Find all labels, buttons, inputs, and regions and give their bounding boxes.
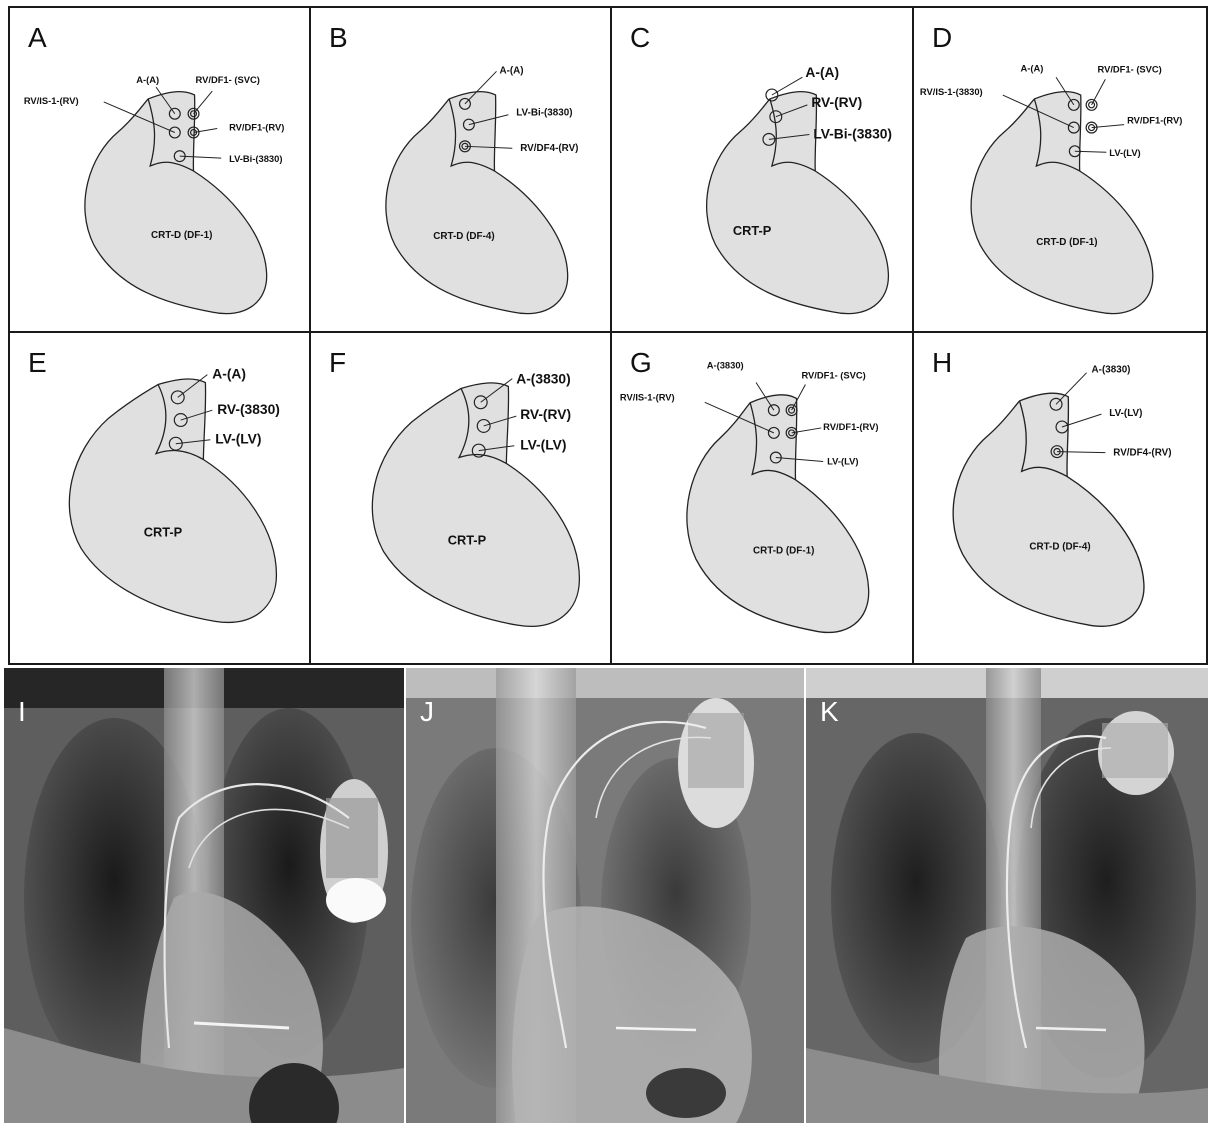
panel-c: A-(A) RV-(RV) LV-Bi-(3830) CRT-P C — [610, 6, 914, 333]
port-label: A-(3830) — [1092, 365, 1131, 376]
panel-letter: G — [630, 347, 652, 379]
port-label: RV/DF1-(RV) — [823, 422, 878, 432]
port-label: RV/IS-1-(RV) — [24, 96, 79, 106]
device-label: CRT-D (DF-1) — [151, 230, 212, 241]
port-label: RV/DF1-(RV) — [1127, 116, 1182, 126]
port-label: A-(A) — [499, 65, 523, 76]
device-label: CRT-P — [144, 524, 183, 539]
port-label: LV-(LV) — [520, 437, 566, 453]
panel-letter: D — [932, 22, 952, 54]
panel-e: A-(A) RV-(3830) LV-(LV) CRT-P E — [8, 331, 311, 665]
panel-letter: E — [28, 347, 47, 379]
port-label: RV/DF1- (SVC) — [1097, 64, 1161, 74]
port-label: RV/IS-1-(RV) — [620, 392, 675, 402]
device-label: CRT-D (DF-1) — [1036, 237, 1097, 248]
xray-j-image — [406, 668, 804, 1123]
panel-h: A-(3830) LV-(LV) RV/DF4-(RV) CRT-D (DF-4… — [912, 331, 1208, 665]
xray-i-image — [4, 668, 404, 1123]
panel-f: A-(3830) RV-(RV) LV-(LV) CRT-P F — [309, 331, 612, 665]
panel-a: A-(A) RV/DF1- (SVC) RV/IS-1-(RV) RV/DF1-… — [8, 6, 311, 333]
panel-letter: B — [329, 22, 348, 54]
panel-letter: I — [18, 696, 26, 728]
panel-e-diagram: A-(A) RV-(3830) LV-(LV) CRT-P — [10, 333, 309, 663]
device-label: CRT-P — [448, 532, 487, 547]
port-label: A-(3830) — [707, 361, 744, 371]
device-outline — [1098, 711, 1174, 795]
panel-f-diagram: A-(3830) RV-(RV) LV-(LV) CRT-P — [311, 333, 610, 663]
xray-i: I — [4, 668, 404, 1123]
port-label: LV-Bi-(3830) — [516, 108, 572, 119]
port-label: LV-(LV) — [1109, 408, 1142, 419]
port-label: LV-Bi-(3830) — [229, 154, 282, 164]
port-label: A-(A) — [212, 366, 246, 382]
panel-letter: H — [932, 347, 952, 379]
panel-b-diagram: A-(A) LV-Bi-(3830) RV/DF4-(RV) CRT-D (DF… — [311, 8, 610, 331]
panel-letter: J — [420, 696, 434, 728]
port-label: RV/DF4-(RV) — [520, 143, 578, 154]
panel-letter: F — [329, 347, 346, 379]
panel-letter: K — [820, 696, 839, 728]
xray-j: J — [406, 668, 804, 1123]
port-label: LV-(LV) — [1109, 148, 1140, 158]
xray-k: K — [806, 668, 1208, 1123]
device-label: CRT-P — [733, 223, 772, 238]
device-label: CRT-D (DF-4) — [433, 231, 494, 242]
port-label: LV-(LV) — [827, 456, 858, 466]
panel-d: A-(A) RV/DF1- (SVC) RV/IS-1-(3830) RV/DF… — [912, 6, 1208, 333]
port-label: A-(A) — [805, 64, 839, 80]
port-label: RV/DF1- (SVC) — [801, 371, 865, 381]
panel-letter: A — [28, 22, 47, 54]
device-can — [953, 393, 1144, 626]
port-label: RV/DF4-(RV) — [1113, 448, 1171, 459]
panel-g: A-(3830) RV/DF1- (SVC) RV/IS-1-(RV) RV/D… — [610, 331, 914, 665]
port-label: LV-Bi-(3830) — [813, 125, 892, 141]
port-label: A-(A) — [1021, 63, 1044, 73]
panel-g-diagram: A-(3830) RV/DF1- (SVC) RV/IS-1-(RV) RV/D… — [612, 333, 912, 663]
port-label: RV/DF1-(RV) — [229, 123, 284, 133]
port-label: RV-(3830) — [217, 401, 280, 417]
device-label: CRT-D (DF-4) — [1029, 541, 1090, 552]
device-label: CRT-D (DF-1) — [753, 545, 814, 556]
panel-b: A-(A) LV-Bi-(3830) RV/DF4-(RV) CRT-D (DF… — [309, 6, 612, 333]
panel-c-diagram: A-(A) RV-(RV) LV-Bi-(3830) CRT-P — [612, 8, 912, 331]
port-label: RV-(RV) — [520, 406, 571, 422]
port-label: RV/DF1- (SVC) — [196, 75, 260, 85]
xray-k-image — [806, 668, 1208, 1123]
panel-letter: C — [630, 22, 650, 54]
device-can — [386, 92, 568, 314]
panel-d-diagram: A-(A) RV/DF1- (SVC) RV/IS-1-(3830) RV/DF… — [914, 8, 1206, 331]
port-label: LV-(LV) — [215, 431, 261, 447]
device-outline — [320, 779, 388, 923]
panel-a-diagram: A-(A) RV/DF1- (SVC) RV/IS-1-(RV) RV/DF1-… — [10, 8, 309, 331]
port-label: RV-(RV) — [811, 94, 862, 110]
device-can — [971, 92, 1153, 314]
panel-h-diagram: A-(3830) LV-(LV) RV/DF4-(RV) CRT-D (DF-4… — [914, 333, 1206, 663]
port-label: A-(A) — [136, 75, 159, 85]
device-outline — [678, 698, 754, 828]
port-label: A-(3830) — [516, 371, 570, 387]
port-label: RV/IS-1-(3830) — [920, 87, 983, 97]
